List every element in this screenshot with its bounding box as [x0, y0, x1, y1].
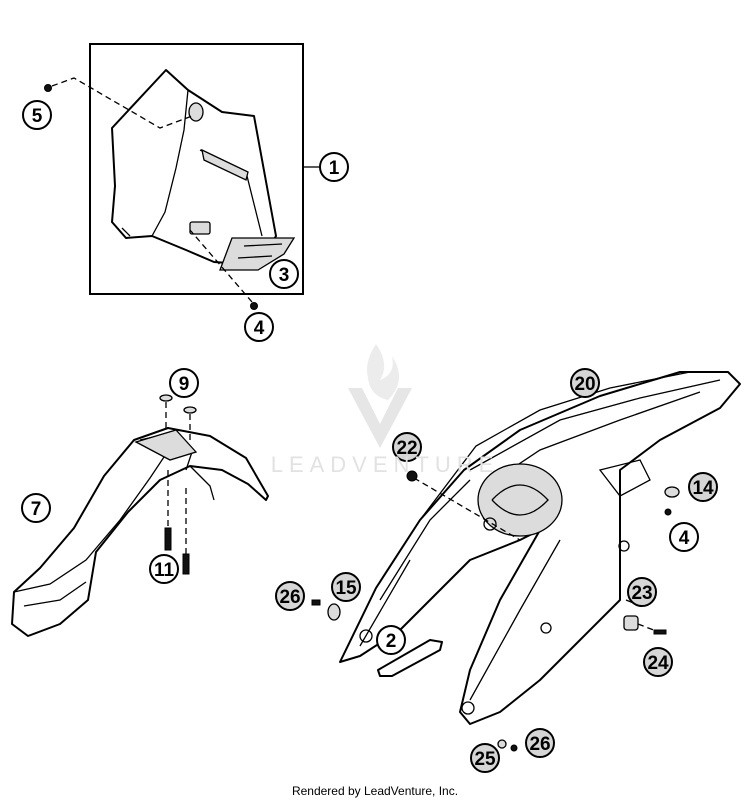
callout-26-bottom[interactable]: 26	[525, 728, 555, 758]
svg-text:23: 23	[631, 583, 652, 604]
svg-text:2: 2	[386, 631, 397, 652]
number-plate-assembly-box	[89, 43, 304, 295]
screw-5-icon	[44, 84, 52, 92]
callout-11[interactable]: 11	[149, 554, 179, 584]
footer-credit: Rendered by LeadVenture, Inc.	[291, 784, 459, 798]
svg-text:3: 3	[279, 265, 290, 286]
callout-1[interactable]: 1	[319, 152, 349, 182]
callout-4-rear[interactable]: 4	[669, 522, 699, 552]
svg-text:1: 1	[329, 158, 340, 179]
svg-text:14: 14	[692, 478, 714, 499]
nut-22-icon	[406, 470, 418, 482]
svg-text:11: 11	[154, 560, 175, 581]
bolt-11-right-icon	[182, 553, 190, 575]
callout-5[interactable]: 5	[22, 100, 52, 130]
number-plate	[111, 69, 277, 265]
svg-text:24: 24	[647, 653, 669, 674]
callout-14[interactable]: 14	[688, 472, 718, 502]
decal-sticker	[219, 237, 296, 271]
callout-23[interactable]: 23	[627, 577, 657, 607]
callout-3[interactable]: 3	[269, 259, 299, 289]
nut-14-icon	[664, 486, 680, 498]
washer-9-left-icon	[159, 394, 173, 402]
callout-9[interactable]: 9	[169, 368, 199, 398]
spacer-23-icon	[623, 615, 639, 631]
svg-text:7: 7	[31, 499, 42, 520]
front-fender	[11, 427, 269, 637]
svg-text:20: 20	[574, 374, 595, 395]
svg-text:5: 5	[32, 106, 43, 127]
screw-26-bottom-icon	[510, 744, 518, 752]
screw-4-top-icon	[250, 302, 258, 310]
screw-24-icon	[653, 629, 667, 635]
washer-25-icon	[497, 739, 507, 749]
svg-text:26: 26	[279, 587, 300, 608]
svg-text:25: 25	[474, 749, 496, 770]
bolt-26-left-icon	[311, 599, 321, 606]
callout-20[interactable]: 20	[570, 368, 600, 398]
callout-26-left[interactable]: 26	[275, 581, 305, 611]
callout-7[interactable]: 7	[21, 493, 51, 523]
callout-2[interactable]: 2	[376, 625, 406, 655]
callout-24[interactable]: 24	[643, 647, 673, 677]
svg-text:9: 9	[179, 374, 190, 395]
callout-25[interactable]: 25	[470, 743, 500, 773]
svg-text:15: 15	[335, 578, 357, 599]
screw-4-rear-icon	[664, 508, 672, 516]
grommet-15-icon	[327, 603, 341, 621]
callout-15[interactable]: 15	[331, 572, 361, 602]
watermark-text: LEADVENTURE	[270, 452, 500, 477]
bolt-11-left-icon	[164, 527, 172, 551]
rear-fender	[339, 371, 741, 725]
svg-text:4: 4	[679, 528, 690, 549]
side-cover-piece	[377, 639, 443, 677]
callout-4-top[interactable]: 4	[244, 312, 274, 342]
svg-text:26: 26	[529, 734, 550, 755]
washer-9-right-icon	[183, 406, 197, 414]
svg-text:4: 4	[254, 318, 265, 339]
